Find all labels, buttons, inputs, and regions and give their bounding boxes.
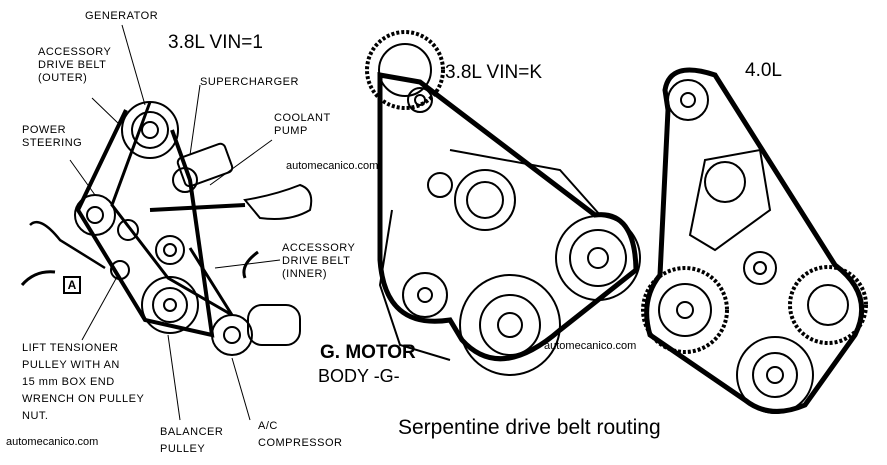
drive-belt-inner-label: ACCESSORY DRIVE BELT (INNER) bbox=[282, 242, 355, 281]
drive-belt-inner-line3: (INNER) bbox=[282, 268, 328, 280]
supercharger-label: SUPERCHARGER bbox=[200, 76, 299, 88]
drive-belt-outer-line3: (OUTER) bbox=[38, 72, 88, 84]
drive-belt-inner-line2: DRIVE BELT bbox=[282, 255, 351, 267]
drive-belt-outer-line2: DRIVE BELT bbox=[38, 59, 107, 71]
ac-compressor-line1: A/C bbox=[258, 420, 278, 432]
drive-belt-inner-line1: ACCESSORY bbox=[282, 242, 356, 254]
lift-tensioner-line2: PULLEY WITH AN bbox=[22, 359, 120, 371]
watermark-middle: automecanico.com bbox=[286, 160, 379, 172]
lift-tensioner-line3: 15 mm BOX END bbox=[22, 376, 115, 388]
brand-body: BODY -G- bbox=[318, 366, 400, 386]
diagram-caption: Serpentine drive belt routing bbox=[398, 416, 661, 439]
coolant-pump-line2: PUMP bbox=[274, 125, 308, 137]
left-engine-drawing bbox=[20, 24, 313, 421]
right-engine-drawing bbox=[641, 67, 868, 414]
balancer-pulley-label: BALANCER PULLEY bbox=[160, 424, 223, 458]
power-steering-label: POWER STEERING bbox=[22, 124, 82, 150]
engine-label-3.8l-vink: 3.8L VIN=K bbox=[445, 62, 542, 83]
drive-belt-outer-label: ACCESSORY DRIVE BELT (OUTER) bbox=[38, 46, 111, 85]
coolant-pump-label: COOLANT PUMP bbox=[274, 112, 331, 138]
watermark-bottom-left: automecanico.com bbox=[6, 436, 99, 448]
balancer-pulley-line1: BALANCER bbox=[160, 426, 224, 438]
marker-a-box: A bbox=[63, 276, 81, 294]
power-steering-line1: POWER bbox=[22, 124, 67, 136]
power-steering-line2: STEERING bbox=[22, 137, 83, 149]
balancer-pulley-line2: PULLEY bbox=[160, 443, 206, 455]
ac-compressor-label: A/C COMPRESSOR bbox=[258, 418, 342, 452]
coolant-pump-line1: COOLANT bbox=[274, 112, 331, 124]
drive-belt-outer-line1: ACCESSORY bbox=[38, 46, 112, 58]
engine-label-4.0l: 4.0L bbox=[745, 60, 782, 81]
brand-motor: G. MOTOR bbox=[320, 342, 416, 363]
ac-compressor-line2: COMPRESSOR bbox=[258, 437, 343, 449]
lift-tensioner-label: LIFT TENSIONER PULLEY WITH AN 15 mm BOX … bbox=[22, 340, 144, 425]
generator-label: GENERATOR bbox=[85, 10, 159, 22]
middle-engine-drawing bbox=[365, 30, 641, 376]
engine-label-3.8l-vin1: 3.8L VIN=1 bbox=[168, 32, 263, 53]
lift-tensioner-line5: NUT. bbox=[22, 410, 49, 422]
watermark-right: automecanico.com bbox=[544, 340, 637, 352]
lift-tensioner-line1: LIFT TENSIONER bbox=[22, 342, 119, 354]
lift-tensioner-line4: WRENCH ON PULLEY bbox=[22, 393, 145, 405]
